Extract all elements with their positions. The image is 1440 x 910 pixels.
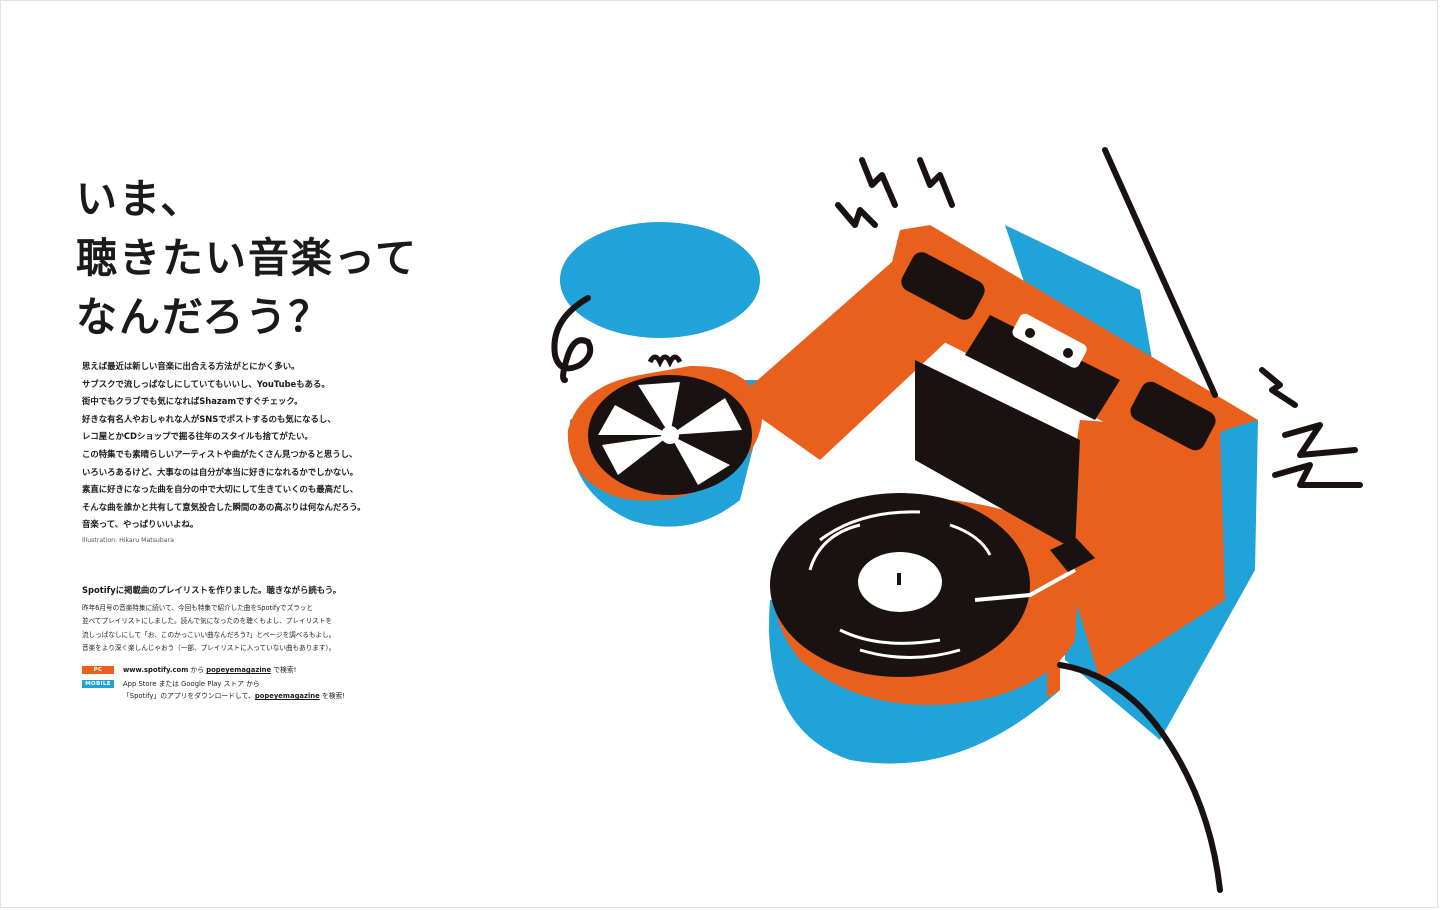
title-line-3: なんだろう？: [76, 293, 332, 341]
lead-line: 素直に好きになった曲を自分の中で大切にして生きていくのも最高だし、: [82, 484, 359, 495]
blue-lid-ellipse: [560, 222, 760, 338]
lead-line: そんな曲を誰かと共有して意気投合した瞬間のあの高ぶりは何なんだろう。: [82, 501, 366, 512]
lead-line: この特集でも素晴らしいアーティストや曲がたくさん見つかると思うし、: [82, 448, 358, 459]
cable-jack: [1047, 642, 1060, 698]
spotify-line: 音楽をより深く楽しんじゃおう（一部、プレイリストに入っていない曲もあります）。: [82, 644, 336, 653]
lead-line: いろいろあるけど、大事なのは自分が本当に好きになれるかでしかない。: [82, 466, 358, 477]
mobile-line-2-post: を検索!: [319, 692, 346, 700]
pc-account-link[interactable]: popeyemagazine: [206, 666, 272, 674]
reel-hub: [661, 426, 679, 444]
antenna: [1102, 147, 1218, 398]
lead-line: レコ屋とかCDショップで掘る往年のスタイルも捨てがたい。: [82, 431, 313, 442]
mobile-line-1: App Store または Google Play ストア から: [123, 680, 260, 688]
page-title: いま、 聴きたい音楽って なんだろう？: [76, 170, 418, 347]
squiggle-doodle: [551, 295, 594, 383]
pc-access-row: PC www.spotify.com から popeyemagazine で検索…: [82, 664, 296, 676]
illustration-credit: Illustration: Hikaru Matsubara: [82, 537, 174, 544]
sound-lines-right: [1259, 367, 1363, 488]
stereo-music-note-illustration: [551, 147, 1363, 893]
lead-paragraph: 思えば最近は新しい音楽に出合える方法がとにかく多い。 サブスクで流しっぱなしにし…: [82, 358, 422, 534]
spotify-section: Spotifyに掲載曲のプレイリストを作りました。聴きながら読もう。 昨年6月号…: [82, 584, 382, 656]
vinyl-grooves: [808, 510, 992, 659]
lead-line: 音楽って、やっぱりいいよね。: [82, 519, 199, 530]
spotify-line: 並べてプレイリストにしました。読んで気になったのを聴くもよし、プレイリストを: [82, 617, 332, 626]
mobile-line-2-pre: 「Spotify」のアプリをダウンロードして、: [123, 692, 255, 700]
pc-from-text: から: [188, 666, 207, 674]
reel-spokes: [598, 382, 742, 485]
tonearm-head: [1050, 538, 1095, 572]
power-cable: [1057, 662, 1223, 893]
lead-line: 思えば最近は新しい音楽に出合える方法がとにかく多い。: [82, 361, 300, 371]
title-line-1: いま、: [76, 175, 204, 223]
spotify-title: Spotifyに掲載曲のプレイリストを作りました。聴きながら読もう。: [82, 585, 342, 595]
sound-lines-top: [835, 157, 955, 228]
cassette-hub-right: [1063, 348, 1073, 358]
cassette-hub-left: [1025, 328, 1035, 338]
spotify-description: 昨年6月号の音楽特集に続いて、今回も特集で紹介した曲をSpotifyでズラッと …: [82, 602, 382, 656]
spotify-line: 流しっぱなしにして「お、このかっこいい曲なんだろう?」とページを調べるもよし。: [82, 630, 336, 639]
note-inner-shadow: [915, 360, 1080, 550]
tonearm: [974, 568, 1076, 602]
lead-line: サブスクで流しっぱなしにしていてもいいし、YouTubeもある。: [82, 378, 330, 389]
reel-hinge: [647, 354, 683, 368]
note-column: [1060, 420, 1225, 680]
mobile-tag: MOBILE: [82, 680, 114, 688]
mobile-access-row: MOBILE App Store または Google Play ストア から …: [82, 678, 345, 702]
vinyl-spindle: [897, 573, 901, 585]
right-speaker: [1130, 381, 1216, 451]
lead-line: 街中でもクラブでも気になればShazamですぐチェック。: [82, 396, 303, 407]
pc-suffix-text: で検索!: [271, 666, 297, 674]
spotify-line: 昨年6月号の音楽特集に続いて、今回も特集で紹介した曲をSpotifyでズラッと: [82, 604, 314, 612]
lead-line: 好きな有名人やおしゃれな人がSNSでポストするのも気になるし、: [82, 413, 336, 424]
mobile-account-link[interactable]: popeyemagazine: [254, 692, 320, 700]
pc-tag: PC: [82, 666, 114, 674]
cassette-deck: [965, 315, 1120, 420]
spotify-url-link[interactable]: www.spotify.com: [123, 666, 189, 674]
title-line-2: 聴きたい音楽って: [76, 234, 418, 282]
left-speaker: [901, 252, 985, 320]
